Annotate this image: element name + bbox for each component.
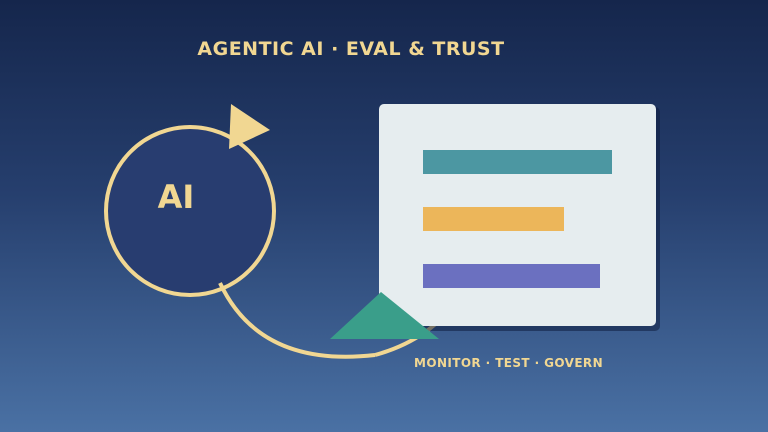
bar-2	[423, 207, 564, 231]
ai-circle	[104, 125, 276, 297]
triangle-icon	[330, 292, 439, 339]
arrowhead-icon	[229, 104, 270, 149]
footer-caption: MONITOR · TEST · GOVERN	[414, 356, 604, 370]
ai-label: AI	[157, 178, 195, 216]
return-arc	[218, 282, 376, 359]
dashboard-card	[379, 104, 656, 326]
header-title: AGENTIC AI · EVAL & TRUST	[197, 38, 505, 60]
bar-3	[423, 264, 600, 288]
bar-1	[423, 150, 612, 174]
